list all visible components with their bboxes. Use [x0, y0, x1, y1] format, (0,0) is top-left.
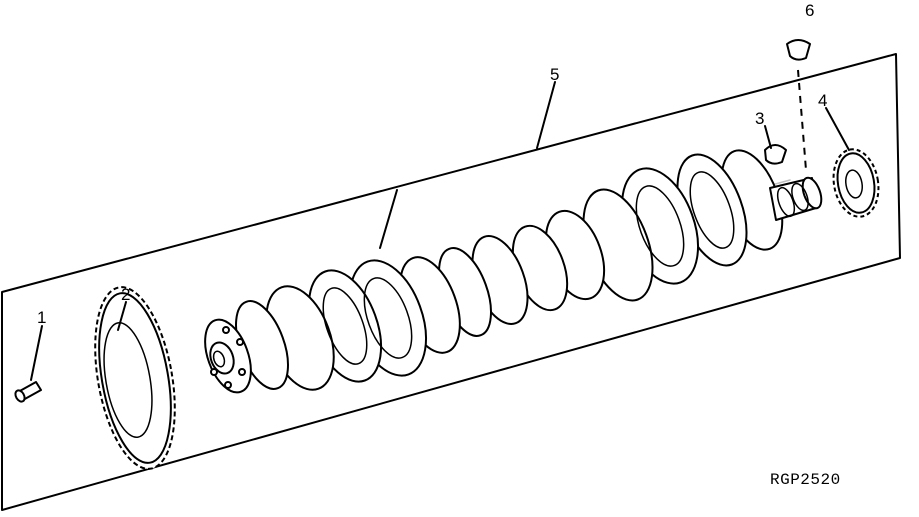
callout-6: 6 — [805, 1, 814, 20]
crankshaft-rear-snout — [769, 176, 823, 221]
crankshaft-details — [322, 171, 735, 365]
callout-3: 3 — [755, 109, 764, 128]
callout-5: 5 — [550, 65, 559, 84]
timing-gear-large — [94, 286, 176, 470]
callout-1: 1 — [37, 308, 46, 327]
key-top — [786, 39, 811, 171]
woodruff-key — [764, 144, 787, 165]
crankshaft — [204, 149, 823, 394]
leader-lines — [30, 81, 850, 381]
background-panel — [1, 53, 901, 511]
callouts: 1 2 3 4 5 6 — [37, 1, 827, 327]
crankshaft-webs — [235, 149, 784, 391]
crankshaft-front-flange — [204, 318, 252, 394]
callout-2: 2 — [121, 285, 130, 304]
dowel-pin — [14, 381, 42, 403]
crankshaft-gear-small — [832, 148, 880, 218]
callout-4: 4 — [818, 91, 827, 110]
figure-code: RGP2520 — [770, 471, 841, 489]
